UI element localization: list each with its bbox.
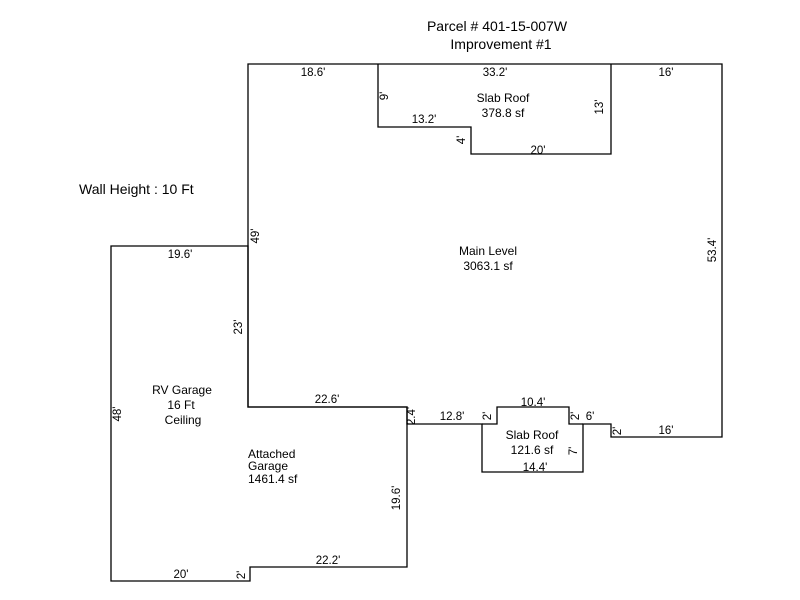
dim-patio-left: 12.8' [440,411,465,423]
dim-patio-top: 10.4' [521,397,546,409]
wall-height-note: Wall Height : 10 Ft [79,181,194,197]
dim-rv-top: 19.6' [168,249,193,261]
dim-patio-depth: 7' [568,447,580,456]
main-level-area: 3063.1 sf [463,259,513,273]
dim-bottom-right: 16' [659,425,674,437]
attached-garage-name: Attached [248,447,295,461]
slab-roof-bottom-area: 121.6 sf [511,443,554,457]
main-level-name: Main Level [459,244,517,258]
attached-garage-area: 1461.4 sf [248,472,298,486]
slab-roof-bottom-name: Slab Roof [506,428,559,442]
attached-garage-name-2: Garage [248,459,288,473]
garage-outline [110,245,408,582]
parcel-number: Parcel # 401-15-007W [427,18,568,34]
rv-garage-height: 16 Ft [167,398,195,412]
dim-garage-top: 22.6' [315,394,340,406]
slab-roof-top-name: Slab Roof [477,91,530,105]
patio-slab-outline [482,406,583,425]
dim-slab-top-width: 33.2' [483,67,508,79]
dim-patio-step-left: 2' [482,412,494,421]
dim-top-right: 16' [659,67,674,79]
dim-slab-step-depth: 4' [456,136,468,145]
rv-garage-ceiling: Ceiling [165,413,202,427]
dim-main-right: 53.4' [707,238,719,263]
dim-garage-bottom: 22.2' [316,555,341,567]
dim-patio-right: 6' [586,411,595,423]
dim-rv-bottom-step: 2' [236,571,248,580]
slab-roof-top-outline [377,64,612,155]
dim-slab-bottom-width: 20' [531,145,546,157]
dim-right-step: 2' [612,427,624,436]
dim-slab-step-width: 13.2' [412,114,437,126]
dim-patio-bottom: 14.4' [523,462,548,474]
slab-roof-top-area: 378.8 sf [482,106,525,120]
dim-garage-jog: 2.4' [406,407,418,425]
dim-slab-left-depth: 9' [379,92,391,101]
dim-rv-bottom: 20' [174,569,189,581]
dim-main-left: 49' [250,229,262,244]
dim-patio-step-right: 2' [570,412,582,421]
dim-top-left: 18.6' [301,67,326,79]
dim-garage-right: 19.6' [391,486,403,511]
dim-rv-left: 48' [112,407,124,422]
dim-garage-wall: 23' [233,320,245,335]
dim-slab-right-depth: 13' [594,100,606,115]
rv-garage-name: RV Garage [152,383,212,397]
improvement-label: Improvement #1 [450,36,551,52]
